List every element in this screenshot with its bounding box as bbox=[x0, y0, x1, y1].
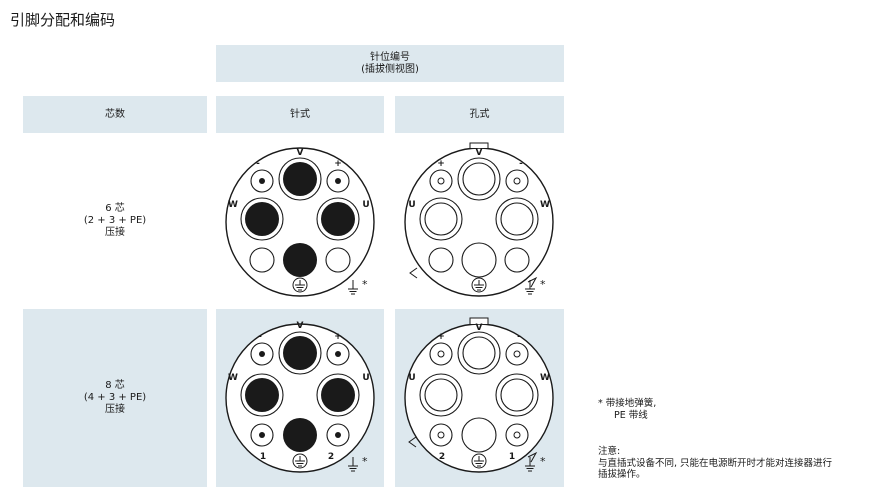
row-6-socket-label-u: U bbox=[408, 200, 415, 210]
row-6-core-config: (2 + 3 + PE) bbox=[83, 215, 147, 226]
attention-note: 注意: 与直插式设备不同, 只能在电源断开时才能对连接器进行 插拔操作。 bbox=[598, 446, 887, 481]
row-8-pin-label-plus: + bbox=[334, 332, 342, 342]
row-8-pin-label-w: W bbox=[228, 373, 238, 383]
row-8-core-pin-diagram: * V - + W U 1 2 bbox=[216, 309, 384, 479]
row-6-pin-label-v: V bbox=[297, 148, 304, 158]
attention-note-line2: 插拔操作。 bbox=[598, 469, 646, 480]
row-6-socket-asterisk: * bbox=[540, 278, 546, 291]
row-8-socket-label-v: V bbox=[476, 323, 483, 333]
row-6-pin-label-w: W bbox=[228, 200, 238, 210]
page-title: 引脚分配和编码 bbox=[10, 11, 116, 29]
row-8-pin-label-2: 2 bbox=[328, 452, 334, 462]
pin-header-subtitle: (插拔侧视图) bbox=[361, 63, 419, 75]
row-6-pin-label-plus: + bbox=[334, 159, 342, 169]
row-6-core-count: 6 芯 bbox=[105, 203, 125, 214]
attention-note-line1: 与直插式设备不同, 只能在电源断开时才能对连接器进行 bbox=[598, 457, 833, 469]
pin-type-header-cell: 针式 bbox=[216, 96, 384, 133]
row-8-pin-asterisk: * bbox=[362, 455, 368, 468]
socket-type-header-label: 孔式 bbox=[469, 108, 490, 120]
row-8-socket-label-minus: - bbox=[517, 332, 521, 342]
row-8-socket-asterisk: * bbox=[540, 455, 546, 468]
pin-header-title: 针位编号 bbox=[370, 51, 410, 63]
row-6-pin-label-minus: - bbox=[256, 159, 260, 169]
ground-spring-note-line1: * 带接地弹簧, bbox=[598, 398, 657, 409]
ground-spring-note-line2: PE 带线 bbox=[614, 409, 648, 421]
cores-header-cell: 芯数 bbox=[23, 96, 207, 133]
row-8-pin-label-u: U bbox=[362, 373, 369, 383]
row-8-pin-label-v: V bbox=[297, 321, 304, 331]
row-8-pin-label-1: 1 bbox=[260, 452, 266, 462]
row-6-socket-label-v: V bbox=[476, 148, 483, 158]
ground-spring-note: * 带接地弹簧, PE 带线 bbox=[598, 398, 656, 421]
row-8-socket-label-2: 2 bbox=[439, 452, 445, 462]
row-8-pin-label-minus: - bbox=[258, 332, 262, 342]
pin-header-cell: 针位编号 (插拔侧视图) bbox=[216, 45, 564, 82]
attention-note-title: 注意: bbox=[598, 446, 621, 457]
row-8-core-count: 8 芯 bbox=[105, 380, 125, 391]
row-6-core-label-cell: 6 芯 (2 + 3 + PE) 压接 bbox=[23, 140, 207, 302]
row-6-pin-asterisk: * bbox=[362, 278, 368, 291]
row-6-core-socket-diagram: * V + - U W bbox=[395, 140, 564, 302]
socket-type-header-cell: 孔式 bbox=[395, 96, 564, 133]
row-6-socket-label-minus: - bbox=[519, 159, 523, 169]
row-8-core-socket-diagram: * V + - U W 2 1 bbox=[395, 309, 564, 479]
pin-type-header-label: 针式 bbox=[290, 108, 310, 120]
row-8-core-termination: 压接 bbox=[105, 404, 125, 415]
row-8-core-config: (4 + 3 + PE) bbox=[83, 392, 147, 403]
row-6-core-termination: 压接 bbox=[105, 227, 125, 238]
row-8-socket-label-u: U bbox=[408, 373, 415, 383]
row-8-socket-label-1: 1 bbox=[509, 452, 515, 462]
row-8-core-label-cell: 8 芯 (4 + 3 + PE) 压接 bbox=[23, 309, 207, 487]
row-8-socket-label-w: W bbox=[540, 373, 550, 383]
cores-header-label: 芯数 bbox=[105, 108, 125, 120]
row-6-socket-label-w: W bbox=[540, 200, 550, 210]
row-6-socket-label-plus: + bbox=[437, 159, 445, 169]
row-8-socket-label-plus: + bbox=[437, 332, 445, 342]
row-6-core-pin-diagram: * V - + W U bbox=[216, 140, 384, 302]
row-6-pin-label-u: U bbox=[362, 200, 369, 210]
